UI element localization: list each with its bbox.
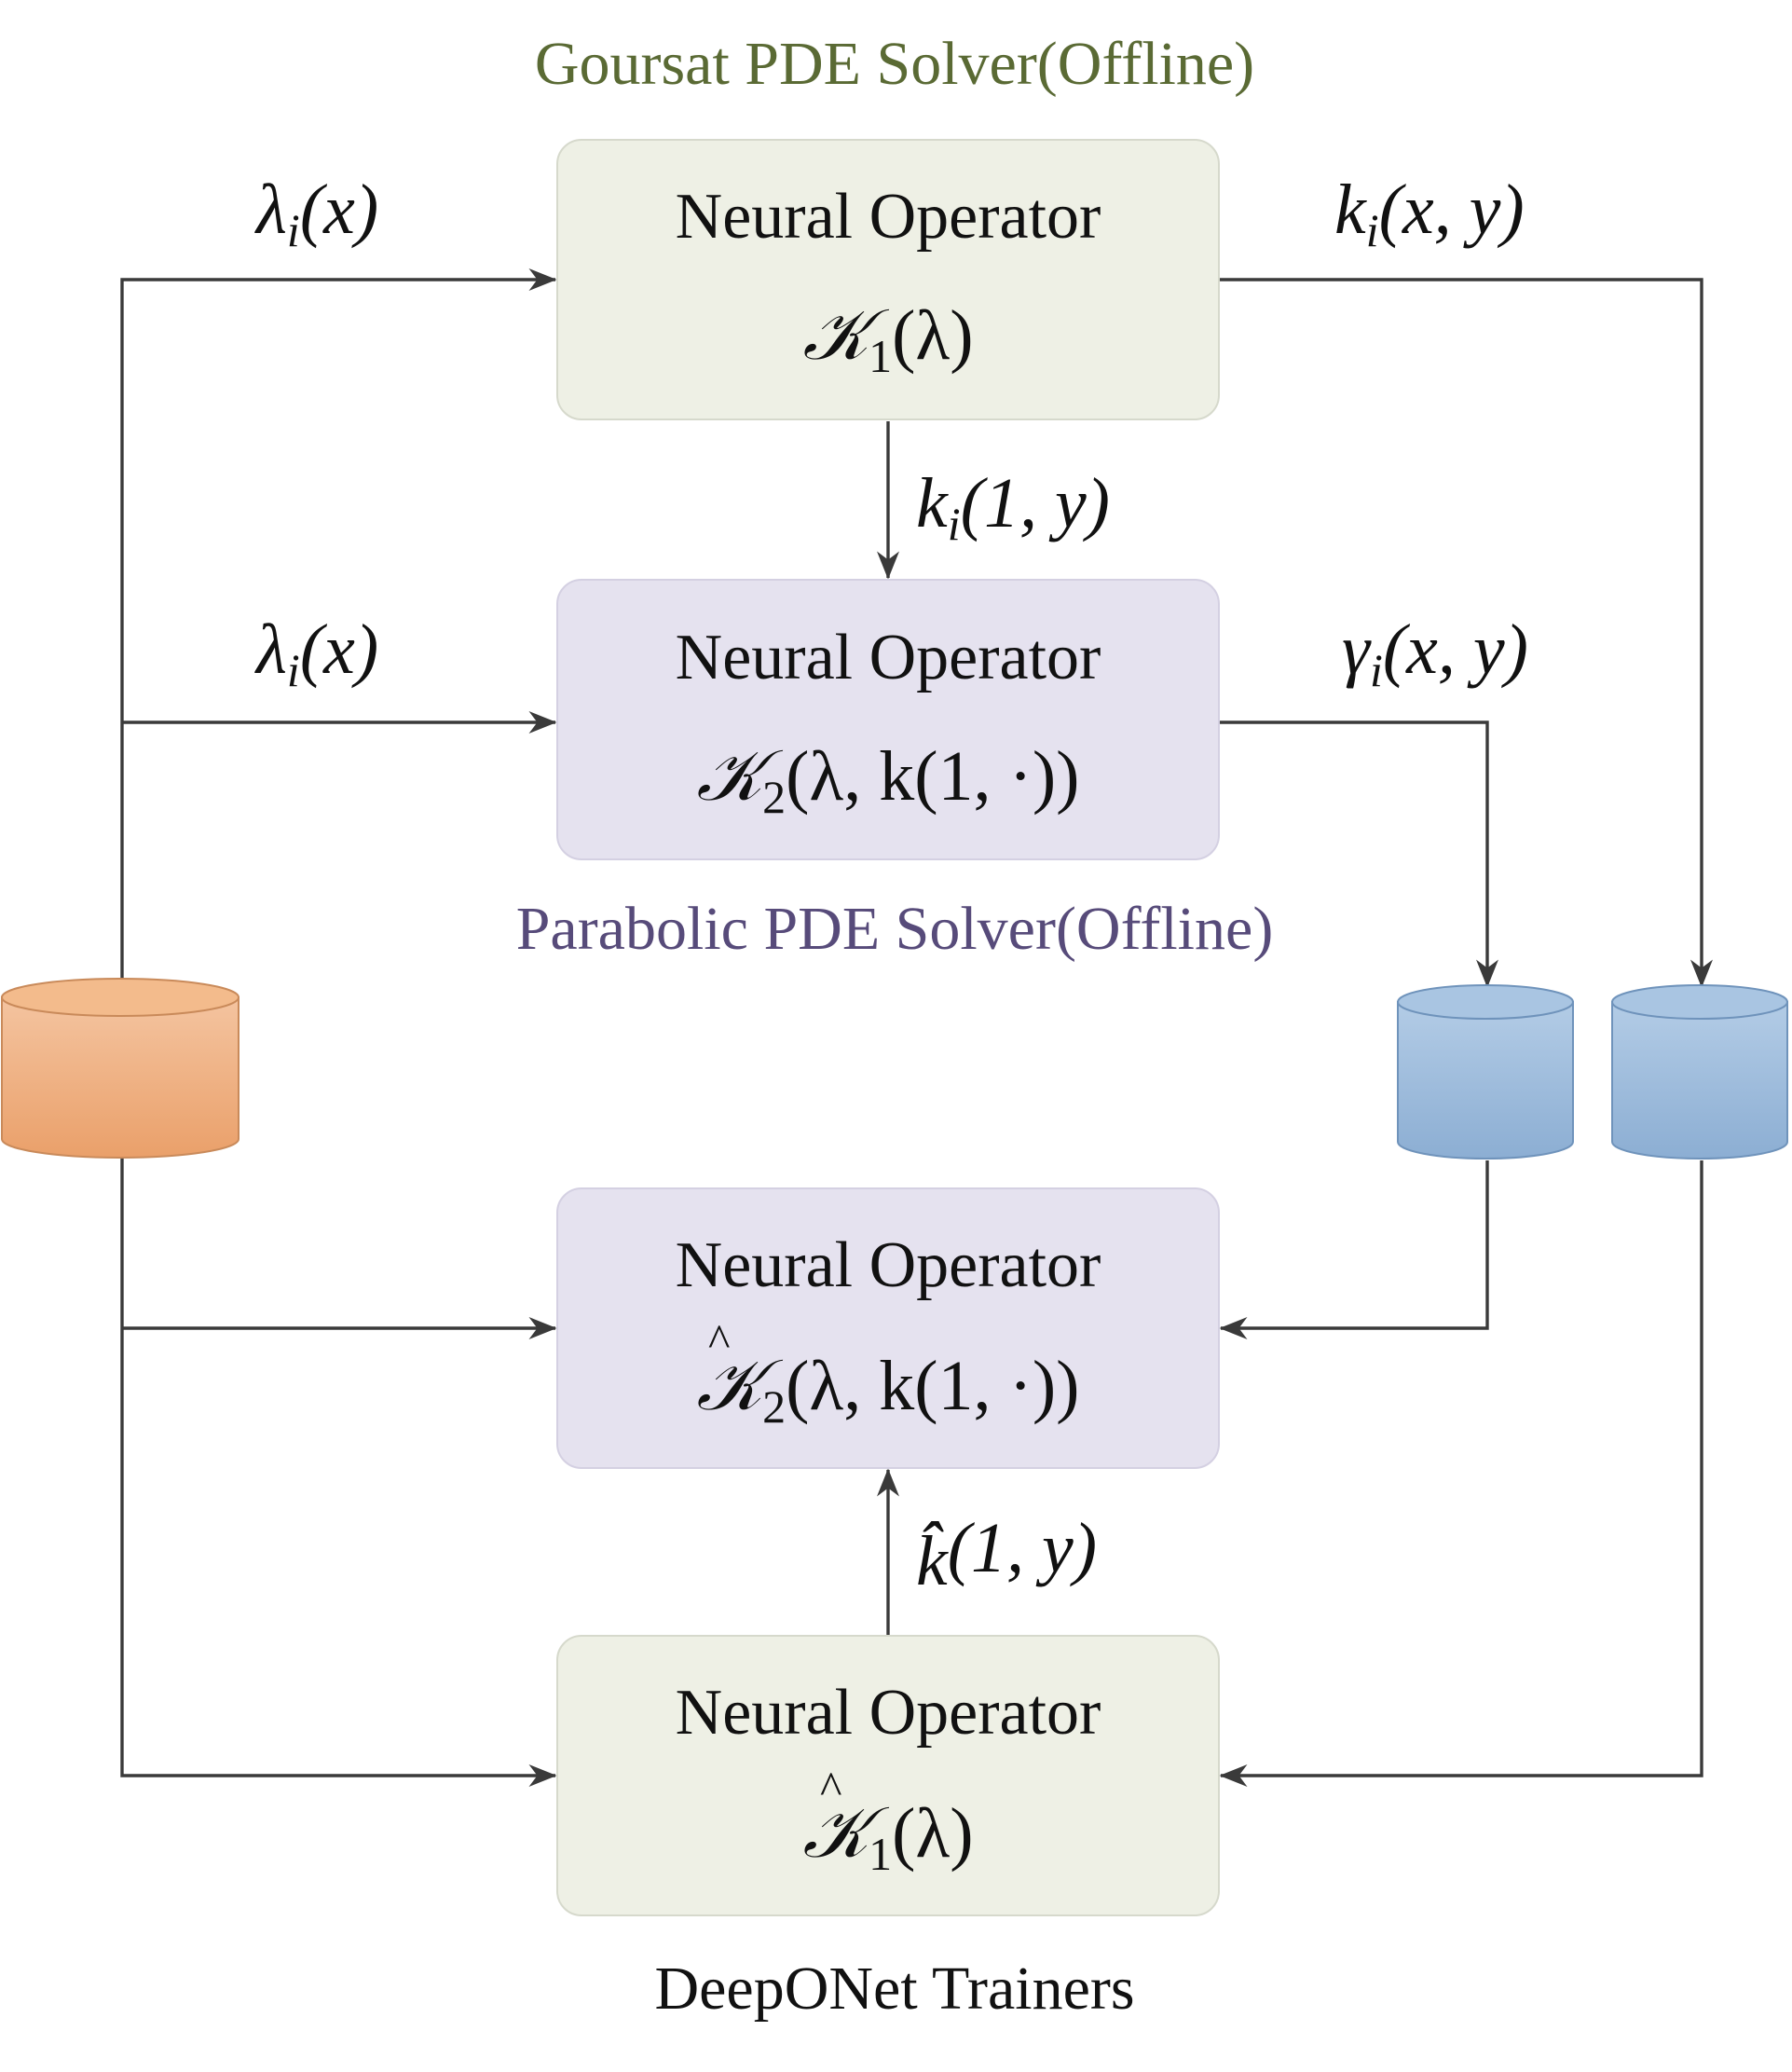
box-k2hat-formula: 𝒦2(λ, k(1, ·)) xyxy=(696,1347,1079,1433)
left-trunk-line xyxy=(120,268,557,979)
box-k2hat-rect xyxy=(556,1187,1220,1469)
goursat-solver-title: Goursat PDE Solver(Offline) xyxy=(535,30,1254,98)
box-k1: Neural Operator 𝒦1(λ) xyxy=(556,139,1220,420)
lambda-database-icon xyxy=(1,978,239,1159)
box-k2-label: Neural Operator xyxy=(676,622,1101,693)
edge-label-gamma-xy: γi(x, y) xyxy=(1342,611,1528,696)
box-k1hat-hat: ^ xyxy=(820,1762,841,1814)
box-k1hat: Neural Operator 𝒦1(λ) ^ xyxy=(556,1635,1220,1916)
k2-to-gamma-db-line xyxy=(1219,720,1498,988)
parabolic-solver-title: Parabolic PDE Solver(Offline) xyxy=(516,895,1274,963)
gamma-db-to-k2hat-line xyxy=(1219,1160,1489,1339)
box-k2-rect xyxy=(556,579,1220,860)
box-k1hat-rect xyxy=(556,1635,1220,1916)
gamma-database-icon xyxy=(1397,984,1574,1159)
box-k1-rect xyxy=(556,139,1220,420)
kernel-database-icon xyxy=(1611,984,1788,1159)
edge-label-k-xy: ki(x, y) xyxy=(1334,171,1525,256)
edge-label-k-1y: ki(1, y) xyxy=(916,464,1110,550)
box-k2hat-hat: ^ xyxy=(708,1314,730,1366)
box-k1-label: Neural Operator xyxy=(676,181,1101,253)
kernel-db-to-k1hat-line xyxy=(1219,1160,1703,1787)
box-k2hat: Neural Operator 𝒦2(λ, k(1, ·)) ^ xyxy=(556,1187,1220,1469)
box-k1hat-label: Neural Operator xyxy=(676,1677,1101,1749)
edge-label-khat-1y: k̂(1, y) xyxy=(916,1509,1097,1600)
box-k2: Neural Operator 𝒦2(λ, k(1, ·)) xyxy=(556,579,1220,860)
left-lower-trunk-line xyxy=(120,1156,557,1787)
box-k2hat-label: Neural Operator xyxy=(676,1229,1101,1301)
box-k2-formula: 𝒦2(λ, k(1, ·)) xyxy=(696,737,1079,823)
deeponet-trainers-title: DeepONet Trainers xyxy=(654,1955,1134,2023)
edge-label-lambda-top: λi(x) xyxy=(254,171,378,256)
k1-to-kernel-db-line xyxy=(1219,278,1713,988)
box-k1hat-formula: 𝒦1(λ) xyxy=(802,1794,973,1880)
connectors xyxy=(120,268,1713,1787)
edge-label-lambda-mid: λi(x) xyxy=(254,611,378,696)
box-k1-formula: 𝒦1(λ) xyxy=(802,296,973,382)
